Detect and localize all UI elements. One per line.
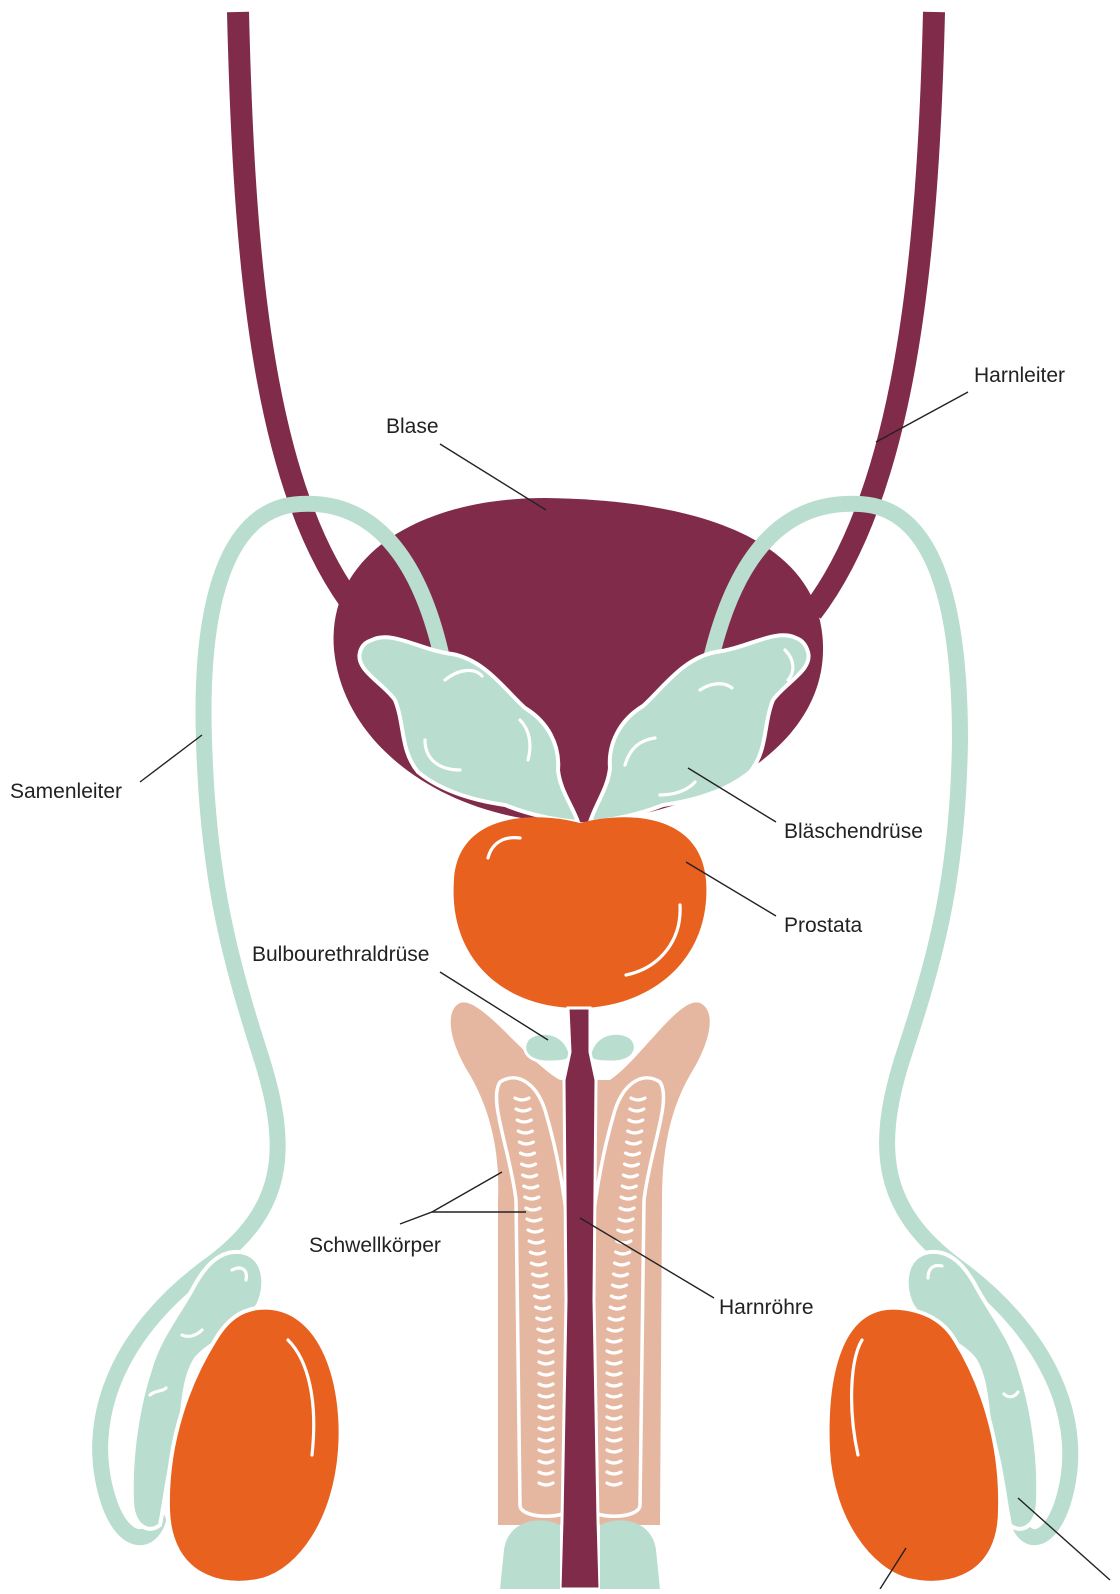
glans-left bbox=[500, 1520, 560, 1589]
label-bulbourethraldruese: Bulbourethraldrüse bbox=[252, 943, 429, 966]
label-schwellkoerper: Schwellkörper bbox=[309, 1234, 441, 1257]
leader-samenleiter bbox=[140, 735, 202, 782]
urethra bbox=[560, 1008, 600, 1589]
leader-blase bbox=[440, 444, 546, 510]
label-prostata: Prostata bbox=[784, 914, 863, 937]
bulbourethral-gland-right bbox=[590, 1033, 635, 1062]
label-blase: Blase bbox=[386, 415, 439, 438]
bulbourethral-gland-left bbox=[525, 1033, 570, 1062]
glans-right bbox=[600, 1520, 660, 1589]
prostate bbox=[454, 817, 707, 1008]
label-harnleiter: Harnleiter bbox=[974, 364, 1065, 387]
label-harnroehre: Harnröhre bbox=[719, 1296, 814, 1319]
label-samenleiter: Samenleiter bbox=[10, 780, 122, 803]
leader-schwellkoerper-2 bbox=[432, 1172, 502, 1212]
label-blaeschendruese: Bläschendrüse bbox=[784, 820, 923, 843]
